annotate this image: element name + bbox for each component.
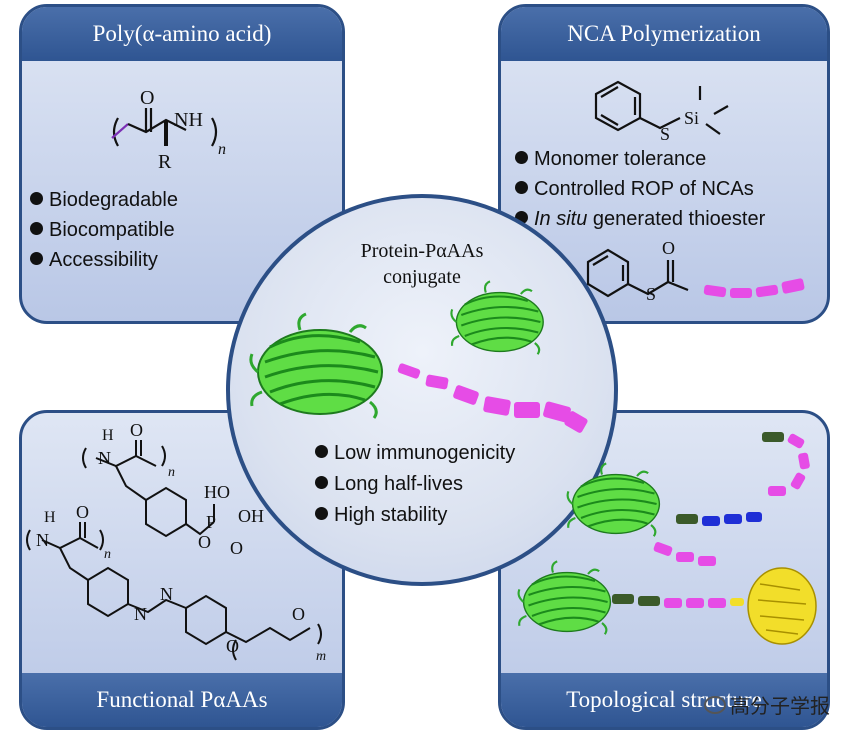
poly-amino-acid-structure: [111, 108, 218, 147]
panel-title: NCA Polymerization: [501, 7, 827, 61]
chem-o: O: [140, 87, 154, 109]
chem-n1: N: [98, 448, 111, 468]
bullet-in-situ-thioester: In situ generated thioester: [515, 208, 765, 231]
bullet-controlled-rop: Controlled ROP of NCAs: [515, 178, 754, 201]
wechat-icon: [704, 695, 726, 714]
topology-chain-2: [653, 512, 762, 566]
chem-n: n: [218, 141, 226, 158]
topology-chain-3: [612, 594, 744, 608]
chem-o2: O: [198, 532, 211, 552]
panel-title: Topological structure: [501, 673, 827, 727]
center-title-line1: Protein-PαAAs: [360, 240, 484, 262]
panel-title: Functional PαAAs: [22, 673, 342, 727]
bullet-monomer-tolerance: Monomer tolerance: [515, 148, 706, 171]
chem-n3: N: [134, 604, 147, 624]
chem-r: R: [158, 151, 172, 173]
chem-p: P: [206, 512, 216, 532]
protein-gfp: [249, 312, 384, 420]
thioester-structure: [586, 80, 729, 298]
chem-h2: H: [44, 509, 56, 526]
bullet-accessibility: Accessibility: [30, 249, 158, 272]
center-polymer-chain: [397, 363, 588, 433]
chem-oh: OH: [238, 506, 264, 526]
chem-si: Si: [684, 108, 699, 128]
bullet-biocompatible: Biocompatible: [30, 219, 175, 242]
functional-paaas-structures: [26, 440, 322, 661]
chem-o: O: [662, 238, 675, 258]
chem-o1: O: [130, 420, 143, 440]
polymer-chain-magenta: [703, 278, 805, 298]
panel-poly-amino-acid: Poly(α-amino acid) Biodegradable Biocomp…: [19, 4, 345, 324]
chem-o4: O: [76, 502, 89, 522]
chem-s: S: [660, 124, 670, 144]
center-title-line2: conjugate: [383, 266, 461, 288]
protein-yellow-helix: [747, 567, 817, 645]
protein-middle: [566, 462, 661, 538]
chem-o3: O: [230, 538, 243, 558]
chem-n-sub2: n: [104, 547, 111, 562]
bullet-long-half-lives: Long half-lives: [315, 473, 463, 496]
chem-h1: H: [102, 427, 114, 444]
bullet-high-stability: High stability: [315, 504, 447, 527]
watermark-text: 高分子学报: [730, 694, 830, 718]
protein-top: [450, 280, 545, 356]
chem-m: m: [316, 649, 326, 664]
watermark: 高分子学报: [704, 690, 830, 719]
chem-n2: N: [36, 530, 49, 550]
chem-ho: HO: [204, 482, 230, 502]
chem-nh: NH: [174, 109, 203, 131]
topology-chain-1: [762, 432, 810, 496]
bullet-low-immunogenicity: Low immunogenicity: [315, 442, 515, 465]
chem-s2: S: [646, 284, 656, 304]
chem-n4: N: [160, 584, 173, 604]
chem-o5: O: [226, 636, 239, 656]
panel-title: Poly(α-amino acid): [22, 7, 342, 61]
bullet-biodegradable: Biodegradable: [30, 189, 178, 212]
chem-n-sub1: n: [168, 465, 175, 480]
chem-o6: O: [292, 604, 305, 624]
protein-bottom: [517, 560, 612, 636]
